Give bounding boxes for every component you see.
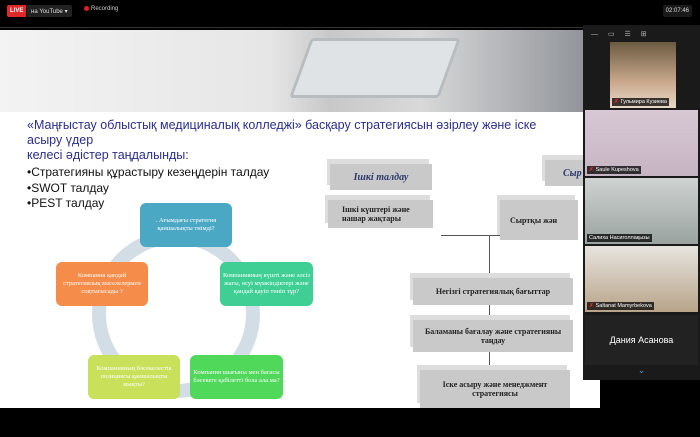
- connector-line: [489, 235, 490, 279]
- chevron-down-icon: ▾: [64, 9, 68, 15]
- participant-name: ✗Saltanat Mamyrbekova: [587, 302, 654, 310]
- slide-title: «Маңғыстау облыстық медициналық колледжі…: [27, 118, 572, 163]
- participant-name: ✗Гульмира Кузиева: [612, 98, 669, 106]
- stream-label: на YouTube: [31, 9, 63, 15]
- name-text: Saule Kupeshova: [595, 167, 639, 173]
- bullet-item: •PEST талдау: [27, 196, 105, 210]
- arrow-down-icon: [489, 305, 490, 317]
- internal-analysis-box: Ішкі талдау: [330, 164, 432, 190]
- slide-banner-image: [0, 30, 600, 112]
- cycle-step: Компания шығыны мен бағасы бәсекеге қабі…: [190, 355, 283, 399]
- participant-tile[interactable]: ✗Гульмира Кузиева: [610, 42, 676, 108]
- cycle-step: Компанияның күшті және әлсіз жағы, өсуі …: [220, 262, 313, 306]
- bottom-bar: [0, 408, 700, 437]
- flow-step-2: Баламаны бағалау және стратегияны таңдау: [413, 320, 573, 352]
- flow-step-3: Іске асыру және менеджмент стратегиясы: [420, 370, 570, 408]
- internal-strengths-box: Ішкі күштері және нашар жақтары: [328, 200, 433, 228]
- live-badge: LIVE: [7, 5, 27, 17]
- recording-label: Recording: [91, 6, 119, 13]
- participant-name: Дания Асанова: [609, 335, 674, 345]
- connector-line: [441, 235, 500, 236]
- record-dot-icon: [84, 6, 89, 11]
- elapsed-time: 02:07:46: [662, 5, 692, 17]
- mic-muted-icon: ✗: [614, 99, 619, 105]
- mic-muted-icon: ✗: [589, 303, 594, 309]
- tablet-image: [289, 38, 461, 98]
- cycle-step: Компания қандай стратегиялық мәселелерме…: [56, 262, 148, 306]
- bullet-item: •SWOT талдау: [27, 180, 109, 195]
- external-box: Сыртқы жән: [500, 200, 578, 240]
- chevron-down-icon[interactable]: ⌄: [637, 365, 646, 375]
- cycle-step: . Ағымдағы стратегия қаншалықты тиімді?: [140, 203, 232, 247]
- participant-tile[interactable]: ✗Saltanat Mamyrbekova: [585, 246, 698, 312]
- youtube-stream-dropdown[interactable]: на YouTube ▾: [27, 5, 72, 17]
- title-line: келесі әдістер таңдалынды:: [27, 148, 189, 162]
- bullet-item: •Стратегияны құрастыру кезеңдерін талдау: [27, 165, 270, 179]
- participant-tile[interactable]: Дания Асанова: [585, 315, 698, 365]
- mic-muted-icon: ✗: [589, 167, 594, 173]
- name-text: Гульмира Кузиева: [620, 99, 667, 105]
- bullet-list: •Стратегияны құрастыру кезеңдерін талдау…: [27, 165, 269, 212]
- name-text: Saltanat Mamyrbekova: [595, 303, 652, 309]
- title-line: «Маңғыстау облыстық медициналық колледжі…: [27, 118, 537, 147]
- participant-name: Салиха Насиголлақызы: [587, 234, 652, 242]
- name-text: Салиха Насиголлақызы: [589, 235, 650, 241]
- top-bar: LIVE на YouTube ▾ Recording 02:07:46: [0, 0, 700, 28]
- cycle-step: Компанияның бәсекелестік позициясы қанша…: [88, 355, 180, 399]
- recording-indicator: Recording: [84, 6, 118, 12]
- shared-slide: «Маңғыстау облыстық медициналық колледжі…: [0, 30, 600, 408]
- participant-name: ✗Saule Kupeshova: [587, 166, 641, 174]
- participant-tile[interactable]: Салиха Насиголлақызы: [585, 178, 698, 244]
- flow-step-1: Негізгі стратегиялық бағыттар: [413, 278, 573, 305]
- participants-panel: — ▭ ☰ ⊞ ✗Гульмира Кузиева ✗Saule Kupesho…: [583, 25, 700, 380]
- participant-tile[interactable]: ✗Saule Kupeshova: [585, 110, 698, 176]
- view-mode-buttons[interactable]: — ▭ ☰ ⊞: [591, 31, 651, 38]
- arrow-down-icon: [489, 352, 490, 368]
